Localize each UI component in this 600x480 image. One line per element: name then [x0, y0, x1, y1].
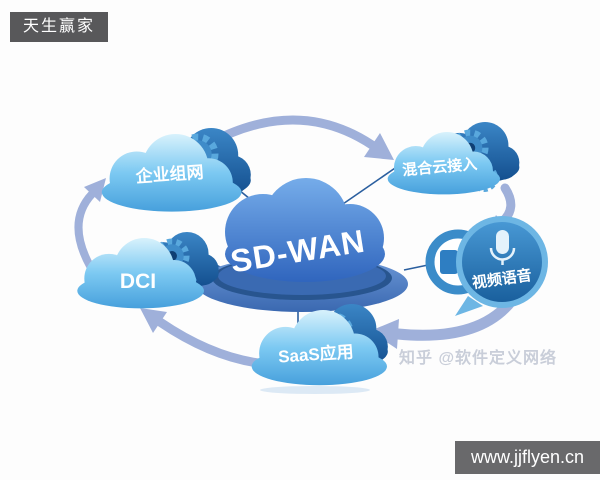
speech-bubble: 视频语音: [455, 216, 548, 316]
flow-arrow-top: [205, 115, 394, 160]
connector-line: [339, 165, 399, 207]
node-label: DCI: [120, 270, 156, 293]
watermark-badge: 天生赢家: [10, 12, 109, 42]
website-url-bar: www.jjflyen.cn: [455, 441, 600, 474]
node-video-voice: 视频语音: [425, 216, 548, 316]
flow-arrow-bottom-right: [370, 294, 518, 349]
node-enterprise-networking: 企业组网: [101, 128, 251, 212]
node-sdwan-center: SD-WAN: [225, 178, 385, 282]
node-saas-apps: SaaS应用: [251, 304, 388, 394]
flow-arrows: [74, 115, 518, 368]
node-dci: DCI: [77, 232, 219, 309]
node-label: 企业组网: [134, 162, 204, 187]
node-hybrid-cloud-access: 混合云接入: [387, 122, 520, 195]
flow-arrow-bottom-left: [140, 308, 263, 368]
cloud-shape: [225, 178, 385, 282]
cloud-shadow: [260, 386, 370, 394]
author-watermark: 知乎 @软件定义网络: [399, 350, 558, 367]
flow-arrow-left: [74, 178, 106, 270]
microphone-icon: [489, 230, 516, 265]
